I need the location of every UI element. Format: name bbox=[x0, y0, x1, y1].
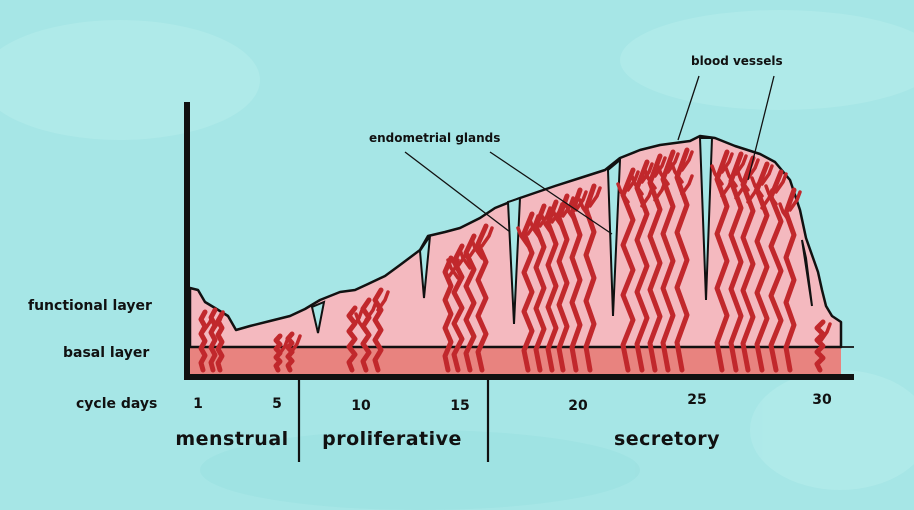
phase-secretory: secretory bbox=[613, 428, 721, 450]
gland-branch bbox=[680, 150, 694, 172]
gland-6 bbox=[346, 305, 358, 373]
gland-branch bbox=[640, 162, 654, 184]
gland-branch bbox=[680, 174, 694, 196]
gland-branch bbox=[750, 176, 764, 198]
gland-branch bbox=[760, 164, 774, 186]
day-tick-30: 30 bbox=[812, 392, 832, 408]
leader-vessels-left bbox=[677, 75, 700, 141]
gland-branch bbox=[720, 152, 734, 174]
gland-12 bbox=[475, 223, 489, 373]
gland-1 bbox=[198, 309, 208, 373]
gland-branch bbox=[746, 158, 760, 180]
gland-22 bbox=[660, 149, 676, 373]
gland-branch bbox=[616, 182, 630, 204]
gland-branch bbox=[736, 170, 750, 192]
day-tick-5: 5 bbox=[272, 396, 282, 412]
gland-25 bbox=[728, 151, 744, 373]
gland-28 bbox=[768, 169, 784, 373]
gland-branch bbox=[778, 202, 792, 224]
leader-glands-left bbox=[404, 151, 511, 233]
gland-branch bbox=[540, 214, 554, 236]
day-tick-25: 25 bbox=[687, 392, 707, 408]
day-tick-10: 10 bbox=[351, 398, 371, 414]
gland-branch bbox=[446, 258, 460, 280]
basal-layer-label: basal layer bbox=[63, 345, 150, 361]
day-tick-15: 15 bbox=[450, 398, 470, 414]
functional-layer-label: functional layer bbox=[28, 298, 152, 314]
gland-branch bbox=[516, 226, 530, 248]
day-tick-1: 1 bbox=[193, 396, 203, 412]
gland-branch bbox=[710, 164, 724, 186]
gland-branch bbox=[574, 190, 588, 212]
gland-branch bbox=[818, 322, 832, 344]
gland-20 bbox=[634, 159, 650, 373]
gland-branch bbox=[666, 152, 680, 174]
gland-branch bbox=[764, 184, 778, 206]
gland-branch bbox=[480, 226, 494, 248]
phase-menstrual: menstrual bbox=[175, 428, 289, 450]
gland-branch bbox=[538, 206, 552, 228]
gland-branch bbox=[774, 172, 788, 194]
blood-vessels-label: blood vessels bbox=[691, 54, 783, 68]
cycle-days-label: cycle days bbox=[76, 396, 158, 412]
gland-branch bbox=[670, 162, 684, 184]
gland-30 bbox=[814, 319, 826, 373]
endometrial-glands-label: endometrial glands bbox=[369, 131, 501, 145]
gland-23 bbox=[674, 147, 690, 373]
gland-24 bbox=[714, 149, 730, 373]
surface-notches bbox=[310, 137, 813, 334]
day-tick-20: 20 bbox=[568, 398, 588, 414]
gland-branch bbox=[458, 248, 472, 270]
gland-branch bbox=[470, 238, 484, 260]
gland-21 bbox=[647, 153, 663, 373]
axes bbox=[184, 102, 854, 380]
gland-19 bbox=[620, 167, 636, 373]
leader-glands-right bbox=[489, 151, 613, 235]
leader-vessels-right bbox=[747, 75, 775, 181]
gland-branch bbox=[551, 208, 565, 230]
gland-branch bbox=[588, 186, 602, 208]
phase-proliferative: proliferative bbox=[322, 428, 462, 450]
gland-branch bbox=[578, 198, 592, 220]
annotation-leaders bbox=[404, 75, 775, 235]
gland-branch bbox=[630, 174, 644, 196]
gland-branch bbox=[564, 202, 578, 224]
gland-branch bbox=[528, 218, 542, 240]
gland-11 bbox=[463, 233, 477, 373]
gland-branch bbox=[656, 164, 670, 186]
gland-7 bbox=[360, 297, 372, 373]
gland-27 bbox=[754, 161, 770, 373]
gland-branch bbox=[643, 168, 657, 190]
gland-branch bbox=[376, 290, 390, 312]
gland-8 bbox=[372, 287, 384, 373]
endometrial-glands bbox=[198, 147, 832, 373]
gland-3 bbox=[215, 311, 225, 373]
gland-branch bbox=[724, 166, 738, 188]
gland-branch bbox=[288, 334, 302, 356]
gland-13 bbox=[521, 211, 535, 373]
background-texture bbox=[0, 10, 914, 510]
gland-2 bbox=[208, 307, 218, 373]
gland-branch bbox=[788, 190, 802, 212]
gland-branch bbox=[354, 312, 368, 334]
gland-26 bbox=[740, 155, 756, 373]
gland-branch bbox=[653, 156, 667, 178]
